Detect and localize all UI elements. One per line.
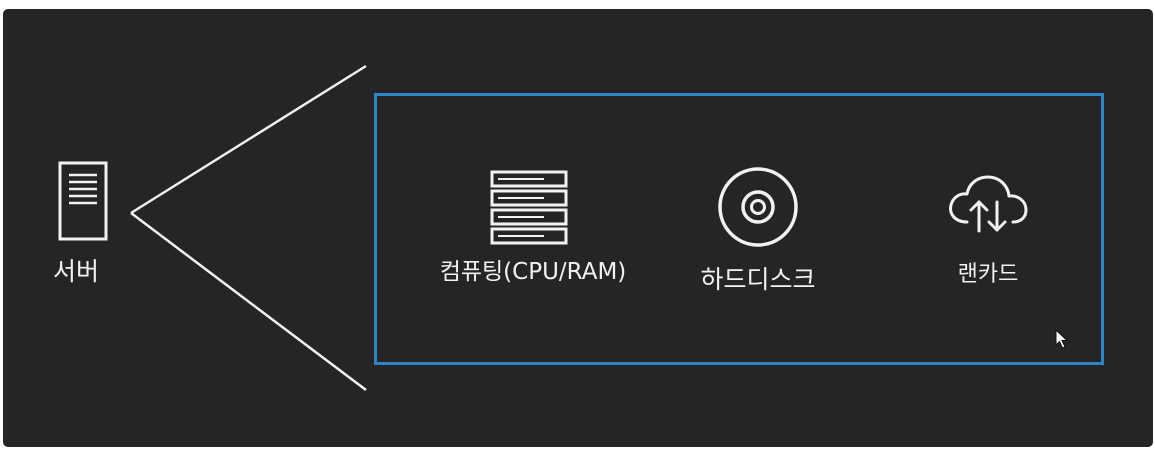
lan-card-label: 랜카드 xyxy=(957,262,1019,287)
wedge-lower-line xyxy=(130,212,367,391)
hard-disk-label: 하드디스크 xyxy=(700,265,816,294)
server-tower-icon xyxy=(58,161,108,241)
expansion-wedge xyxy=(130,64,367,391)
diagram-canvas: 서버 컴퓨팅(CPU/RAM) 하드디스크 랜카드 xyxy=(3,9,1153,447)
cloud-upload-download-icon xyxy=(949,175,1028,233)
cpu-ram-label: 컴퓨팅(CPU/RAM) xyxy=(439,259,627,285)
wedge-upper-line xyxy=(130,64,367,215)
server-label: 서버 xyxy=(53,257,100,286)
disk-icon xyxy=(718,167,798,247)
mouse-cursor-icon xyxy=(1055,329,1069,349)
components-box xyxy=(374,93,1104,365)
memory-stack-icon xyxy=(490,170,568,245)
